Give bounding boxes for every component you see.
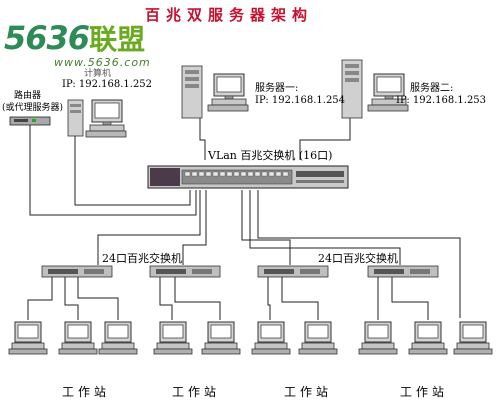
diagram-title: 百兆双服务器架构: [145, 6, 314, 24]
workstation-group-3: [251, 321, 338, 355]
site-logo: 5636联盟 www.5636.com: [4, 18, 150, 69]
router-sublabel: (或代理服务器): [2, 103, 64, 113]
switch-24-b: [149, 265, 221, 278]
server1-label: 服务器一:: [255, 83, 299, 94]
workstation-group-4: [358, 321, 493, 355]
switch-b-label: 24口百兆交换机: [318, 252, 398, 265]
server1-device: [181, 65, 249, 119]
core-switch-device: [147, 165, 349, 189]
core-switch-label: VLan 百兆交换机 (16口): [208, 149, 333, 162]
switch-24-c: [257, 265, 329, 278]
server2-device: [341, 59, 409, 119]
server1-ip: IP: 192.168.1.254: [255, 95, 346, 106]
switch-24-d: [367, 265, 439, 278]
logo-brand: 5636: [4, 19, 90, 57]
switch-24-a: [41, 265, 113, 278]
logo-url: www.5636.com: [54, 56, 151, 69]
workstation-group-1: [8, 321, 138, 355]
workstation-label-4: 工作站: [400, 385, 449, 399]
cable-lines: [27, 118, 461, 320]
router-label: 路由器: [14, 91, 42, 101]
pc-device: [67, 99, 127, 138]
pc-label: 计算机: [84, 69, 112, 79]
logo-brand-cn: 联盟: [89, 23, 146, 56]
workstation-label-1: 工作站: [62, 385, 111, 399]
pc-ip: IP: 192.168.1.252: [62, 79, 153, 90]
switch-a-label: 24口百兆交换机: [102, 252, 182, 265]
workstation-label-3: 工作站: [284, 385, 333, 399]
server2-ip: IP: 192.168.1.253: [396, 95, 487, 106]
server2-label: 服务器二:: [410, 83, 454, 94]
workstation-label-2: 工作站: [172, 385, 221, 399]
router-device: [9, 116, 51, 126]
workstation-group-2: [153, 321, 241, 355]
